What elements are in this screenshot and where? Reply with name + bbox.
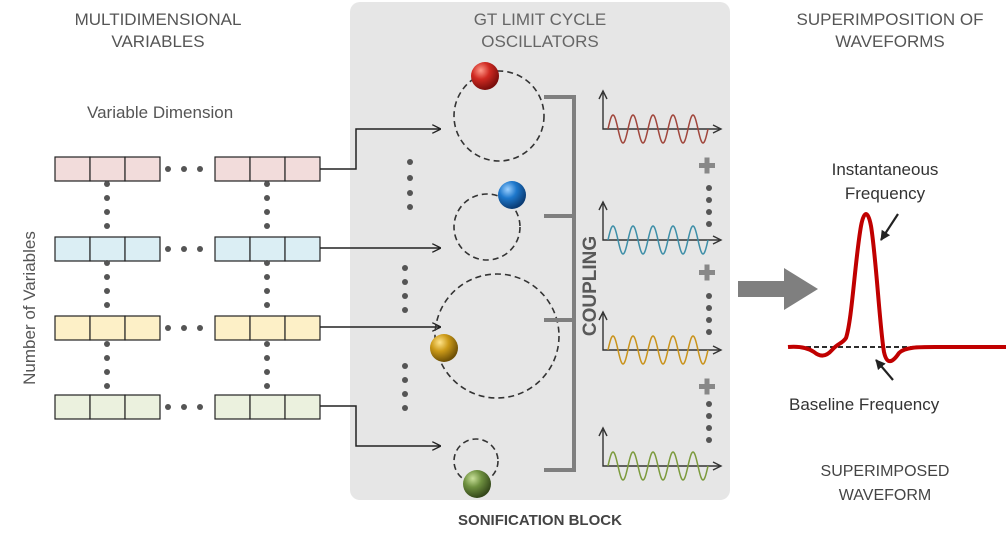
sonification-block-label: SONIFICATION BLOCK (458, 512, 622, 529)
result-label-line1: SUPERIMPOSED (820, 463, 950, 480)
result-label-line2: WAVEFORM (838, 487, 932, 504)
peak-label-line1: Instantaneous (831, 160, 939, 179)
dimension-ellipsis-dot (197, 325, 203, 331)
variable-cell (124, 394, 161, 420)
variable-cell (124, 315, 161, 341)
oscillator-waveforms (598, 89, 723, 481)
row-ellipsis-dots (104, 181, 270, 389)
middle-heading: GT LIMIT CYCLE OSCILLATORS (440, 9, 640, 53)
waveform-axis-arrowhead (598, 426, 608, 437)
dimension-ellipsis-dot (197, 404, 203, 410)
variable-rows (54, 156, 321, 420)
coupling-bracket (544, 95, 576, 472)
right-heading-line1: SUPERIMPOSITION OF (796, 10, 984, 29)
dimension-ellipsis-dot (181, 166, 187, 172)
right-heading: SUPERIMPOSITION OF WAVEFORMS (780, 9, 1000, 53)
left-heading-line1: MULTIDIMENSIONAL (74, 10, 242, 29)
wave-sum-symbols (699, 157, 715, 443)
peak-label-line2: Frequency (844, 184, 926, 203)
sonification-block-panel (350, 2, 730, 500)
variable-cell (89, 156, 126, 182)
variable-cell (89, 315, 126, 341)
waveform-axis-arrowhead (712, 124, 723, 134)
variable-cell (284, 315, 321, 341)
variable-cell (89, 394, 126, 420)
dimension-ellipsis-dot (165, 404, 171, 410)
connector-arrow-1 (320, 129, 440, 170)
dimension-ellipsis-dot (181, 404, 187, 410)
waveform-axis-arrowhead (598, 310, 608, 321)
number-of-variables-label: Number of Variables (20, 231, 39, 385)
waveform-axis-arrowhead (598, 200, 608, 211)
variable-dimension-label: Variable Dimension (87, 103, 234, 122)
waveform-axis-arrowhead (712, 461, 723, 471)
baseline-frequency-label: Baseline Frequency (789, 395, 940, 414)
dimension-ellipsis-dot (165, 246, 171, 252)
variable-cell (249, 156, 286, 182)
left-heading: MULTIDIMENSIONAL VARIABLES (58, 9, 258, 53)
variable-cell (214, 394, 251, 420)
variable-cell (249, 315, 286, 341)
dimension-ellipsis-dot (197, 166, 203, 172)
middle-heading-line2: OSCILLATORS (481, 32, 599, 51)
variable-cell (214, 315, 251, 341)
waveform-axes (602, 204, 720, 241)
variable-cell (249, 394, 286, 420)
variable-cell (54, 156, 91, 182)
variable-cell (214, 236, 251, 262)
superimposed-waveform-label: SUPERIMPOSED WAVEFORM (790, 460, 980, 508)
left-heading-line2: VARIABLES (111, 32, 205, 51)
variable-cell (54, 394, 91, 420)
oscillator-waveform (607, 335, 709, 365)
variable-cell (284, 156, 321, 182)
oscillator-ball-gold (430, 334, 458, 362)
variable-cell (284, 236, 321, 262)
waveform-axes (602, 93, 720, 130)
waveform-axes (602, 314, 720, 351)
dimension-ellipsis-dot (165, 325, 171, 331)
oscillator-ball-red (471, 62, 499, 90)
connector-arrows (320, 129, 440, 446)
output-arrow (738, 268, 818, 310)
dimension-ellipsis-dot (165, 166, 171, 172)
waveform-axes (602, 430, 720, 467)
variable-cell (54, 236, 91, 262)
right-heading-line2: WAVEFORMS (835, 32, 945, 51)
variable-cell (214, 156, 251, 182)
oscillator-waveform (607, 114, 709, 144)
waveform-axis-arrowhead (598, 89, 608, 100)
oscillator-ellipsis-dots (402, 159, 413, 411)
waveform-axis-arrowhead (712, 345, 723, 355)
oscillator-waveform (607, 451, 709, 481)
coupling-label: COUPLING (580, 236, 601, 336)
middle-heading-line1: GT LIMIT CYCLE (473, 10, 607, 29)
oscillator-ball-green (463, 470, 491, 498)
variable-cell (124, 156, 161, 182)
baseline-pointer-arrow (875, 359, 894, 381)
superimposed-waveform (787, 212, 1006, 364)
oscillator-waveform (607, 225, 709, 255)
variable-cell (249, 236, 286, 262)
peak-pointer-arrow (880, 213, 899, 241)
variable-cell (284, 394, 321, 420)
variable-cell (54, 315, 91, 341)
dimension-ellipsis-dot (181, 325, 187, 331)
instantaneous-frequency-label: Instantaneous Frequency (790, 158, 980, 206)
dimension-ellipsis-dot (181, 246, 187, 252)
variable-cell (124, 236, 161, 262)
oscillator-ball-blue (498, 181, 526, 209)
variable-cell (89, 236, 126, 262)
dimension-ellipsis-dot (197, 246, 203, 252)
connector-arrow-4 (320, 405, 440, 446)
waveform-axis-arrowhead (712, 235, 723, 245)
